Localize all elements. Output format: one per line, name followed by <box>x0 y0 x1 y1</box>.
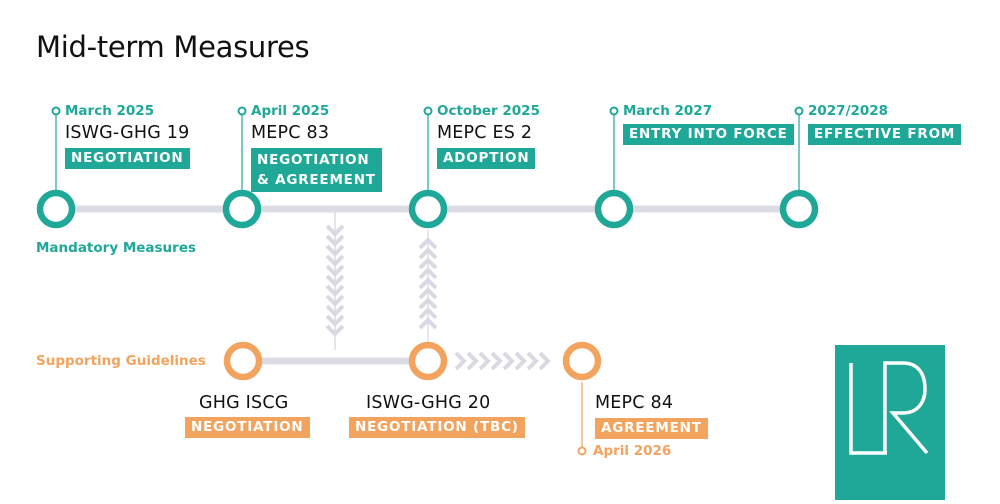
mandatory-node <box>36 189 76 229</box>
lr-logo <box>835 345 945 500</box>
event-date: March 2025 <box>65 103 155 119</box>
event-name: GHG ISCG <box>199 393 289 413</box>
mandatory-node <box>779 189 819 229</box>
event-date: March 2027 <box>623 103 713 119</box>
leader-dot <box>577 446 587 456</box>
phase-tag-line: & AGREEMENT <box>257 172 376 188</box>
mandatory-node <box>594 189 634 229</box>
phase-tag-line: NEGOTIATION <box>257 152 370 168</box>
leader-dot <box>423 106 433 116</box>
phase-tag: EFFECTIVE FROM <box>808 124 962 145</box>
supporting-node <box>223 341 263 381</box>
up-chevrons <box>418 237 438 330</box>
leader-dot <box>237 106 247 116</box>
phase-tag: ENTRY INTO FORCE <box>623 124 794 145</box>
phase-tag: NEGOTIATION <box>185 417 310 438</box>
event-date: April 2025 <box>251 103 330 119</box>
event-name: ISWG-GHG 19 <box>65 123 190 143</box>
phase-tag: NEGOTIATION <box>65 148 190 169</box>
mandatory-measures-label: Mandatory Measures <box>36 240 197 256</box>
phase-tag: AGREEMENT <box>595 418 708 439</box>
event-date: October 2025 <box>437 103 540 119</box>
event-name: MEPC ES 2 <box>437 123 533 143</box>
supporting-node <box>408 341 448 381</box>
event-date: 2027/2028 <box>808 103 889 119</box>
phase-tag: NEGOTIATION & AGREEMENT <box>251 148 382 192</box>
event-name: MEPC 83 <box>251 123 330 143</box>
page-title: Mid-term Measures <box>36 30 310 64</box>
mandatory-node <box>222 189 262 229</box>
supporting-guidelines-label: Supporting Guidelines <box>36 353 206 369</box>
event-name: ISWG-GHG 20 <box>366 393 491 413</box>
leader-dot <box>794 106 804 116</box>
down-chevrons <box>325 224 345 337</box>
supporting-node <box>562 341 602 381</box>
leader-dot <box>609 106 619 116</box>
event-name: MEPC 84 <box>595 393 674 413</box>
phase-tag: ADOPTION <box>437 148 536 169</box>
mandatory-node <box>408 189 448 229</box>
leader-dot <box>51 106 61 116</box>
lr-logo-mark <box>849 361 929 455</box>
event-date: April 2026 <box>593 443 672 459</box>
phase-tag: NEGOTIATION (TBC) <box>349 417 525 438</box>
right-chevrons <box>454 351 551 371</box>
